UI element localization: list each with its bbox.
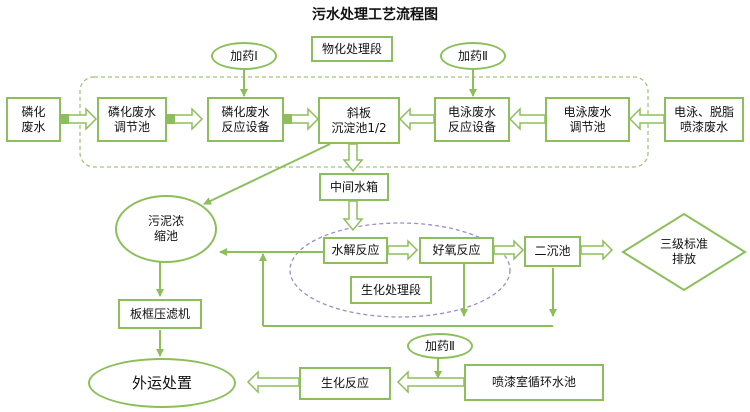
flow-arrow-hollow [493, 239, 525, 261]
hydrolysis-node: 水解反应 [323, 237, 388, 264]
inclined-plate-node: 斜板 沉淀池1/2 [318, 97, 400, 144]
bio-stage-label: 生化处理段 [350, 276, 432, 304]
electrophoresis-degreasing-node: 电泳、脱脂 喷漆废水 [664, 97, 744, 142]
flow-arrow-hollow [396, 370, 465, 394]
diagram-title: 污水处理工艺流程图 [312, 7, 438, 23]
intermediate-tank-node: 中间水箱 [319, 173, 389, 201]
flow-arrow-hollow [387, 239, 419, 261]
filter-press-node: 板框压滤机 [118, 299, 202, 329]
dosing-agent-2-oval: 加药Ⅱ [440, 42, 506, 70]
pipe-stub [167, 114, 175, 124]
external-disposal-node: 外运处置 [88, 358, 236, 408]
sludge-thickener-node: 污泥浓 缩池 [115, 195, 217, 263]
bio-reaction-node: 生化反应 [299, 367, 391, 400]
discharge-label: 三级标准 排放 [659, 237, 708, 266]
aerobic-node: 好氧反应 [419, 237, 494, 264]
dosing-agent-3-oval: 加药Ⅱ [407, 333, 473, 359]
spray-booth-pool-node: 喷漆室循环水池 [464, 364, 604, 401]
phosphating-equalization-node: 磷化废水 调节池 [97, 97, 167, 142]
electrophoresis-reaction-node: 电泳废水 反应设备 [434, 97, 510, 142]
flow-arrow-hollow [580, 239, 614, 261]
dosing-agent-1-oval: 加药Ⅰ [211, 42, 277, 70]
physchem-group-boundary [79, 76, 649, 168]
pipe-stub [61, 114, 69, 124]
sludge-line [203, 143, 331, 205]
phosphating-reaction-node: 磷化废水 反应设备 [207, 97, 284, 142]
electrophoresis-equalization-node: 电泳废水 调节池 [545, 97, 630, 142]
discharge-diamond [621, 212, 747, 292]
secondary-clarifier-node: 二沉池 [524, 236, 581, 267]
flow-arrow-hollow [628, 107, 665, 131]
flow-arrow-hollow [246, 370, 300, 394]
phosphating-wastewater-node: 磷化 废水 [6, 97, 61, 142]
flow-arrow-hollow-down [342, 200, 364, 232]
flow-arrow-hollow [508, 107, 546, 131]
bio-group-boundary [289, 222, 511, 318]
flow-arrow-hollow [398, 107, 435, 131]
pipe-stub [284, 114, 292, 124]
physchem-stage-label: 物化处理段 [311, 36, 393, 62]
flow-arrow-hollow-down [342, 143, 364, 173]
